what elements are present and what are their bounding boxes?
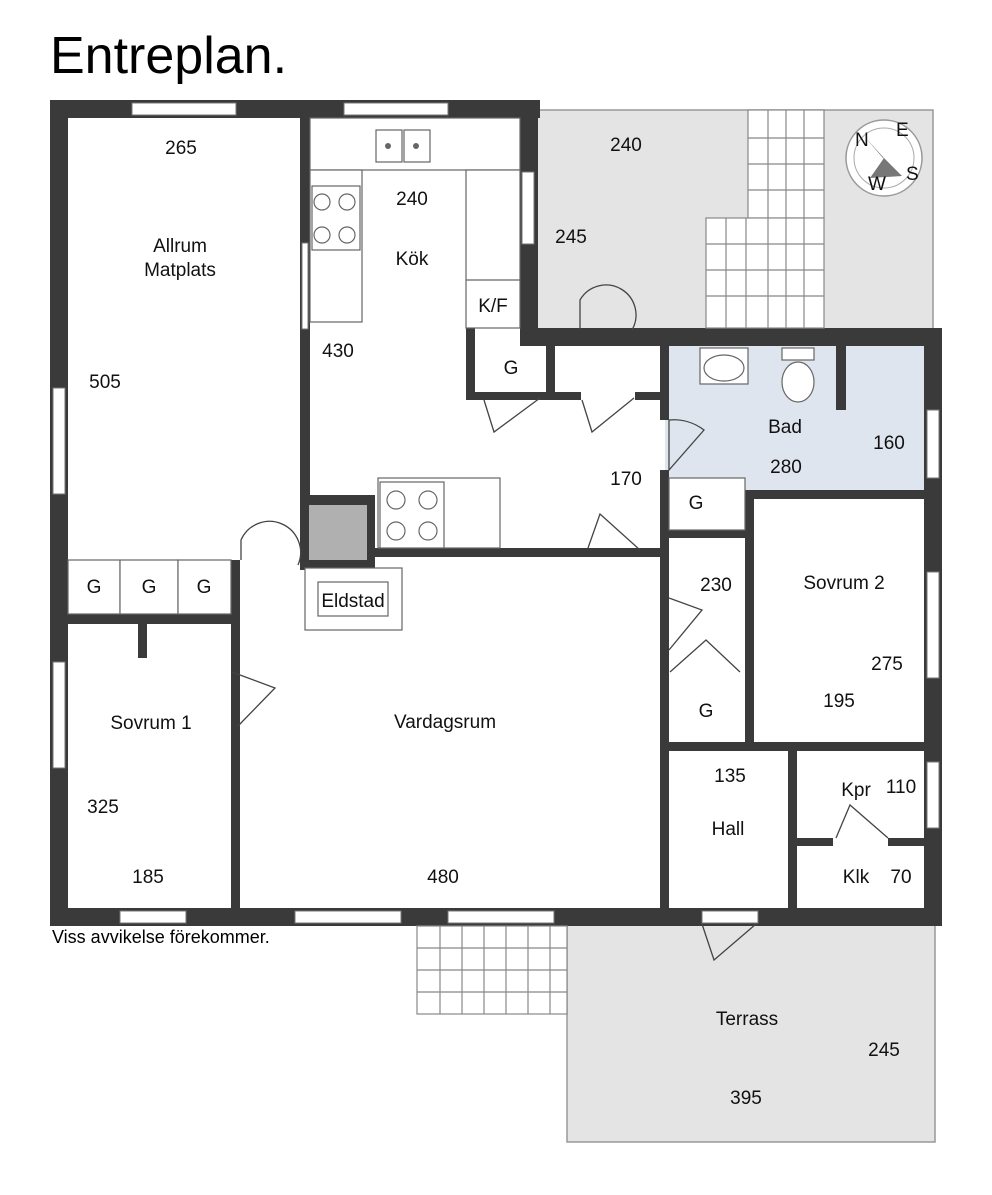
sovrum1-name: Sovrum 1	[110, 713, 191, 734]
hall-name: Hall	[712, 819, 745, 840]
bad-dim-w: 280	[770, 457, 802, 478]
vardagsrum-name: Vardagsrum	[394, 712, 496, 733]
bad-name: Bad	[768, 417, 802, 438]
room-labels: 265 Allrum Matplats 505 240 Kök 430 K/F …	[87, 135, 917, 1109]
compass-s: S	[906, 164, 919, 185]
stairs-bottom	[416, 925, 568, 1015]
closet-label: G	[87, 577, 102, 598]
klk-dim: 70	[890, 867, 911, 888]
sovrum1-dim-h: 325	[87, 797, 119, 818]
closet-label: G	[197, 577, 212, 598]
disclaimer-text: Viss avvikelse förekommer.	[52, 927, 270, 947]
kpr-dim: 110	[886, 777, 916, 798]
page-title: Entreplan.	[50, 27, 288, 85]
closet-label: G	[699, 701, 714, 722]
terrass-name: Terrass	[716, 1009, 778, 1030]
stairs-top	[705, 109, 825, 329]
kok-dim-side: 430	[322, 341, 354, 362]
fridge-label: K/F	[478, 296, 508, 317]
kok-name: Kök	[396, 249, 429, 270]
sovrum1-dim-w: 185	[132, 867, 164, 888]
outdoor-dim-top: 240	[610, 135, 642, 156]
terrass-dim-h: 245	[868, 1040, 900, 1061]
vardagsrum-dim: 480	[427, 867, 459, 888]
klk-name: Klk	[843, 867, 870, 888]
sovrum2-name: Sovrum 2	[803, 573, 884, 594]
compass-w: W	[868, 174, 886, 195]
outdoor-dim-side: 245	[555, 227, 587, 248]
kok-dim-top: 240	[396, 189, 428, 210]
closet-label: G	[142, 577, 157, 598]
sovrum2-dim-w: 195	[823, 691, 855, 712]
compass-e: E	[896, 120, 909, 141]
corridor-dim-230: 230	[700, 575, 732, 596]
closet-label: G	[689, 493, 704, 514]
storage-closets	[67, 477, 746, 615]
terrass-dim-w: 395	[730, 1088, 762, 1109]
windows	[52, 102, 940, 924]
eldstad-label: Eldstad	[321, 591, 384, 612]
doors	[231, 284, 889, 962]
sovrum2-dim-h: 275	[871, 654, 903, 675]
fireplace-insert	[309, 505, 367, 560]
allrum-name: Allrum	[153, 236, 207, 257]
kitchen-fixtures	[309, 117, 521, 549]
allrum-dim-side: 505	[89, 372, 121, 393]
kpr-name: Kpr	[841, 780, 871, 801]
compass-n: N	[855, 130, 869, 151]
bad-dim-h: 160	[873, 433, 905, 454]
corridor-dim-170: 170	[610, 469, 642, 490]
bathroom-fixtures	[699, 347, 815, 403]
compass-icon: N E S W	[845, 119, 923, 197]
hall-dim: 135	[714, 766, 746, 787]
matplats-name: Matplats	[144, 260, 216, 281]
allrum-dim-top: 265	[165, 138, 197, 159]
closet-label: G	[504, 358, 519, 379]
